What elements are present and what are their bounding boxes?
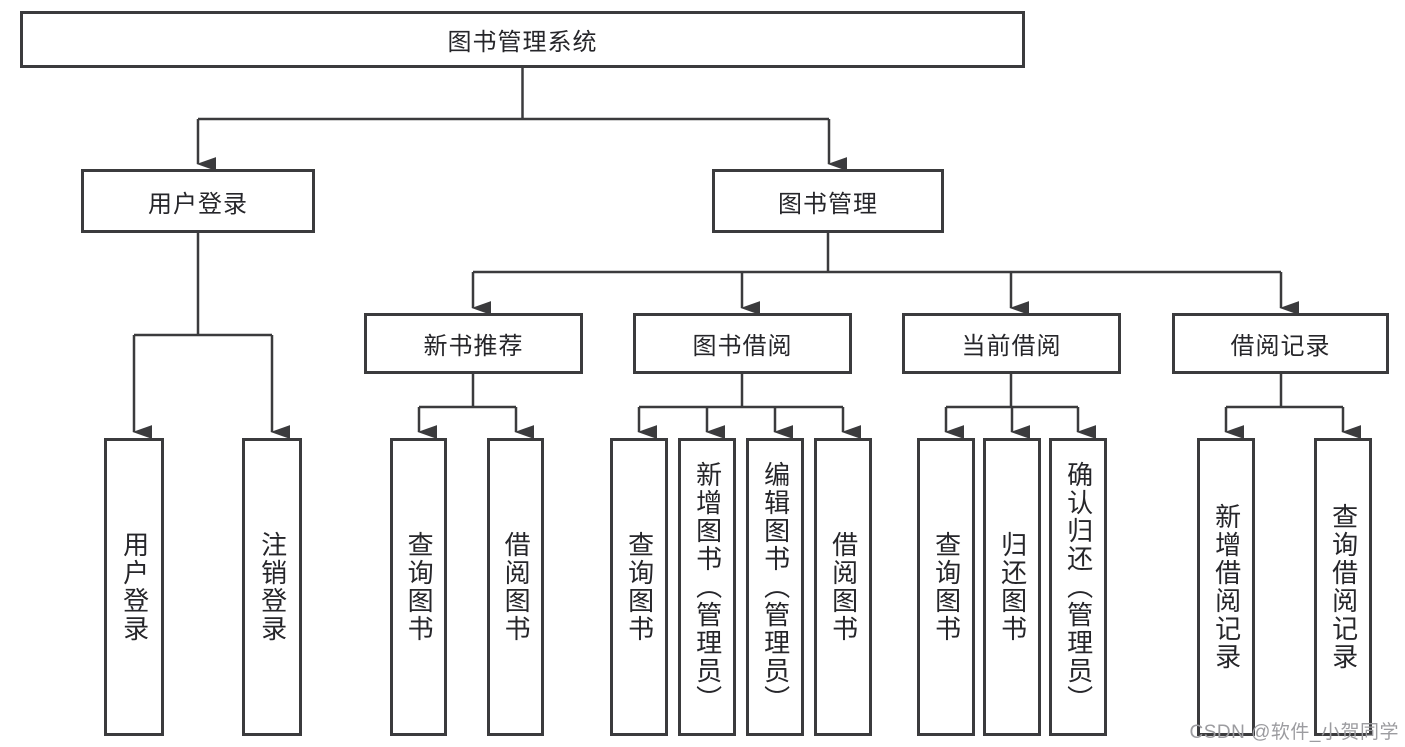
node-user-login: 用户登录	[81, 169, 315, 233]
leaf-add-borrow-record: 新增借阅记录	[1197, 438, 1255, 736]
leaf-return-books: 归还图书	[983, 438, 1041, 736]
node-borrow-records: 借阅记录	[1172, 313, 1389, 374]
node-new-book-recommend: 新书推荐	[364, 313, 583, 374]
leaf-user-login: 用户登录	[104, 438, 164, 736]
leaf-query-books-1: 查询图书	[390, 438, 447, 736]
leaf-logout: 注销登录	[242, 438, 302, 736]
leaf-query-borrow-record: 查询借阅记录	[1314, 438, 1372, 736]
leaf-add-books-admin: 新增图书（管理员）	[678, 438, 736, 736]
node-book-management: 图书管理	[712, 169, 944, 233]
leaf-edit-books-admin: 编辑图书（管理员）	[746, 438, 804, 736]
node-library-management-system: 图书管理系统	[20, 11, 1025, 68]
leaf-query-books-3: 查询图书	[917, 438, 975, 736]
watermark: CSDN @软件_小贺同学	[1189, 722, 1399, 743]
node-book-borrow: 图书借阅	[633, 313, 852, 374]
leaf-borrow-books-1: 借阅图书	[487, 438, 544, 736]
node-current-borrow: 当前借阅	[902, 313, 1121, 374]
leaf-borrow-books-2: 借阅图书	[814, 438, 872, 736]
leaf-query-books-2: 查询图书	[610, 438, 668, 736]
leaf-confirm-return-admin: 确认归还（管理员）	[1049, 438, 1107, 736]
